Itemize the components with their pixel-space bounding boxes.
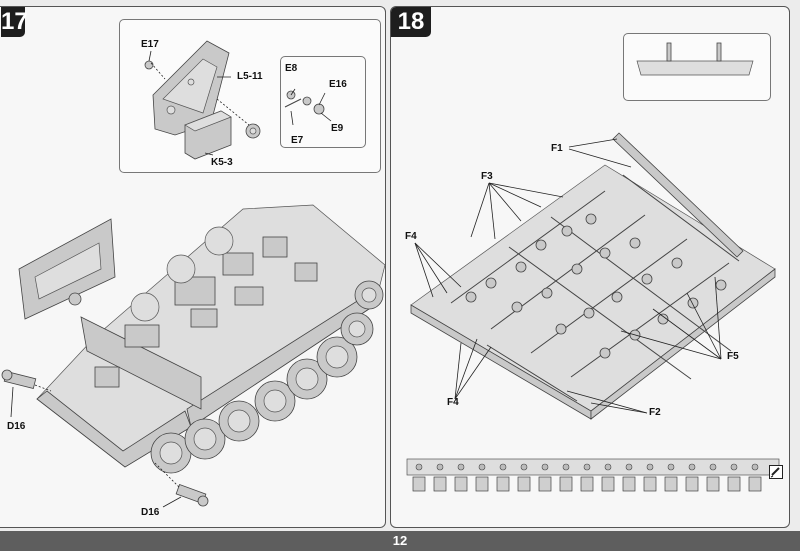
step-17-inset-drawing: [144, 40, 332, 160]
track-link: [643, 476, 657, 492]
track-link: [496, 476, 510, 492]
callout-f2: F2: [649, 407, 661, 418]
callout-d16-left: D16: [7, 421, 26, 432]
track-link-pin: [541, 463, 549, 471]
track-link-pin: [562, 463, 570, 471]
track-link-pin: [667, 463, 675, 471]
track-link: [727, 476, 741, 492]
callout-f5: F5: [727, 351, 739, 362]
callout-e7: E7: [291, 135, 304, 146]
callout-e16: E16: [329, 79, 347, 90]
callout-f1: F1: [551, 143, 563, 154]
callout-f3: F3: [481, 171, 493, 182]
track-link: [433, 476, 447, 492]
hull-assembly-drawing: [1, 204, 385, 508]
step-17-panel: 17: [0, 6, 386, 528]
step-number-badge: 17: [1, 7, 28, 37]
track-link: [748, 476, 762, 492]
track-link: [580, 476, 594, 492]
step-18-panel: 18: [390, 6, 790, 528]
track-link-pin: [646, 463, 654, 471]
callout-e17: E17: [141, 39, 159, 50]
track-link-pin: [520, 463, 528, 471]
track-link-pin: [625, 463, 633, 471]
track-link-pin: [751, 463, 759, 471]
suspension-subassembly-inset: [280, 56, 366, 148]
track-link-pin: [688, 463, 696, 471]
callout-e9: E9: [331, 123, 344, 134]
track-link-pin: [583, 463, 591, 471]
callout-d16-bottom: D16: [141, 507, 160, 518]
callout-f4-bottom: F4: [447, 397, 459, 408]
track-link: [601, 476, 615, 492]
track-link: [412, 476, 426, 492]
track-link-pin: [730, 463, 738, 471]
track-link-pin: [478, 463, 486, 471]
callout-f4-top: F4: [405, 231, 417, 242]
track-link: [454, 476, 468, 492]
track-link: [475, 476, 489, 492]
track-link: [517, 476, 531, 492]
track-link-pin: [415, 463, 423, 471]
track-link-pin: [457, 463, 465, 471]
footer-bar: [0, 531, 800, 551]
track-link-pin: [604, 463, 612, 471]
step-18-drawing: [406, 42, 780, 476]
pencil-check-icon: [769, 465, 783, 479]
callout-l5-11: L5-11: [237, 71, 263, 82]
track-link: [706, 476, 720, 492]
callout-e8: E8: [285, 63, 298, 74]
track-link: [685, 476, 699, 492]
page-number: 12: [392, 533, 408, 548]
step-number-badge: 18: [391, 7, 431, 37]
track-link: [559, 476, 573, 492]
callout-k5-3: K5-3: [211, 157, 233, 168]
track-link-pin: [436, 463, 444, 471]
track-links-strip: [412, 463, 762, 492]
track-link-pin: [709, 463, 717, 471]
track-link-pin: [499, 463, 507, 471]
track-link: [664, 476, 678, 492]
track-link: [538, 476, 552, 492]
track-link: [622, 476, 636, 492]
